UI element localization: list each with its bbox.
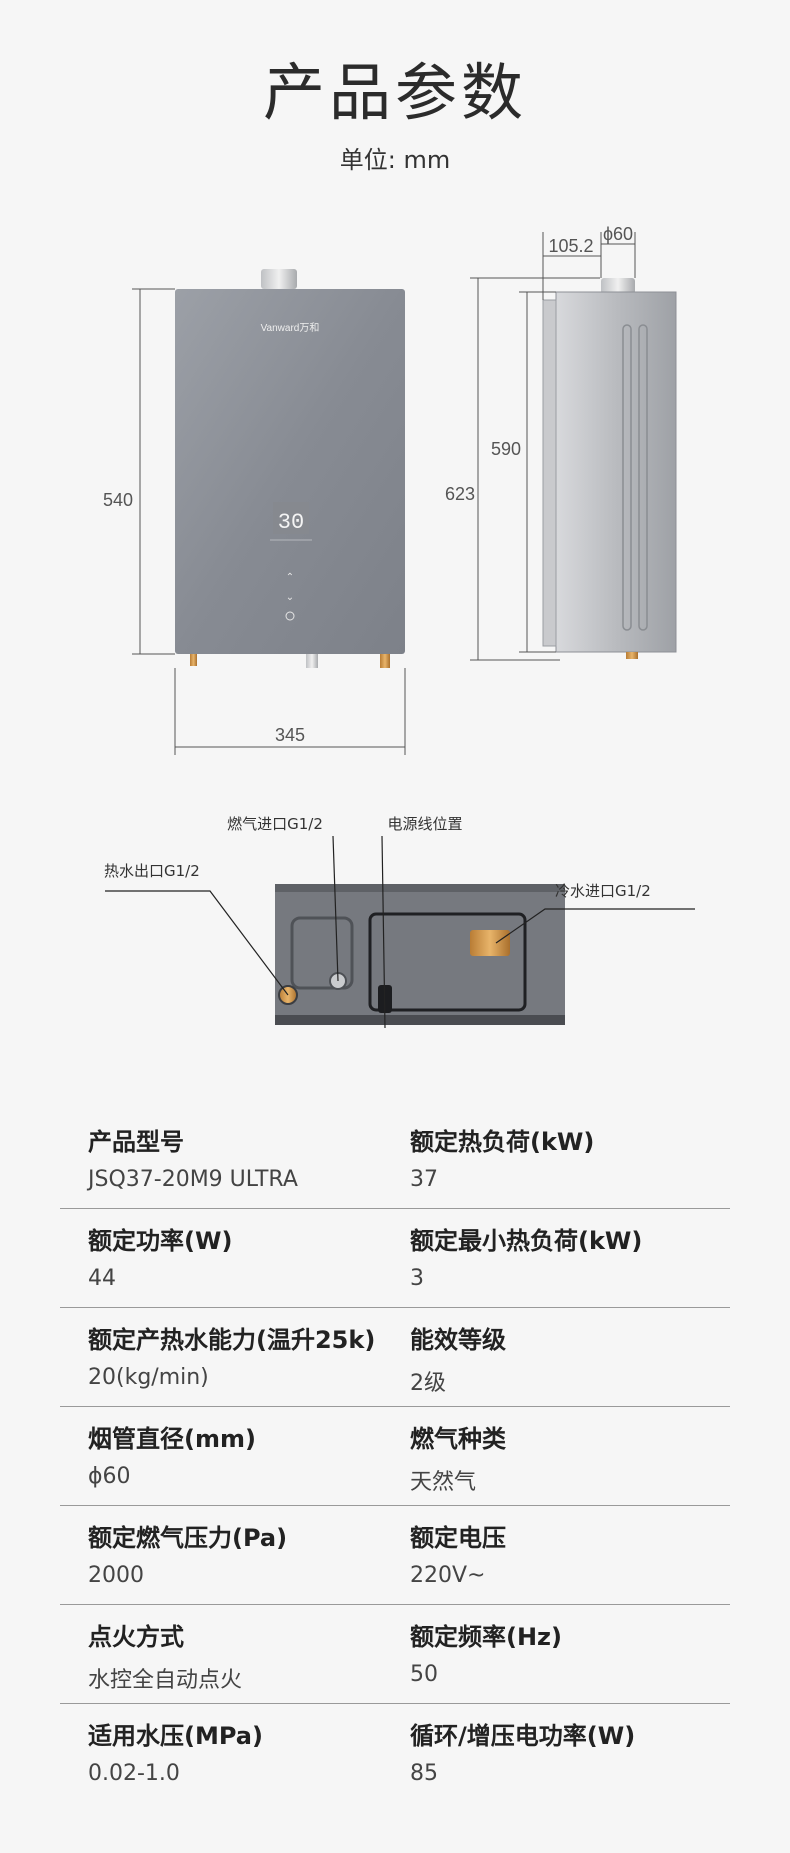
spec-value: 0.02-1.0 (88, 1761, 180, 1786)
spec-cell: 额定最小热负荷(kW) 3 (380, 1209, 730, 1307)
inner-height-label: 590 (491, 439, 521, 459)
flue-pipe (261, 269, 297, 289)
spec-label: 额定功率(W) (88, 1227, 233, 1255)
spec-label: 能效等级 (410, 1326, 506, 1354)
spec-value: 220V~ (410, 1563, 486, 1588)
spec-cell: 点火方式 水控全自动点火 (60, 1605, 380, 1703)
up-arrow-icon: ⌃ (286, 572, 294, 583)
bottom-plate-lip (275, 1015, 565, 1025)
spec-cell: 额定电压 220V~ (380, 1506, 730, 1604)
table-row: 产品型号 JSQ37-20M9 ULTRA 额定热负荷(kW) 37 (60, 1110, 730, 1209)
side-fitting (626, 652, 638, 659)
spec-value: 水控全自动点火 (88, 1668, 243, 1693)
spec-value: 20(kg/min) (88, 1365, 209, 1390)
spec-value: ϕ60 (88, 1464, 131, 1489)
power-cord-label: 电源线位置 (387, 815, 462, 833)
depth-label: 105.2 (548, 236, 593, 256)
heater-bottom-plate (275, 884, 565, 1020)
table-row: 点火方式 水控全自动点火 额定频率(Hz) 50 (60, 1605, 730, 1704)
side-view: 623 590 105.2 ϕ60 (445, 224, 677, 661)
spec-label: 燃气种类 (410, 1425, 506, 1453)
spec-label: 循环/增压电功率(W) (410, 1722, 636, 1750)
bottom-water-bay (368, 912, 527, 1012)
spec-cell: 适用水压(MPa) 0.02-1.0 (60, 1704, 380, 1803)
spec-label: 额定电压 (410, 1524, 506, 1552)
left-fitting (190, 654, 197, 666)
spec-value: 2级 (410, 1371, 446, 1396)
spec-value: 85 (410, 1761, 438, 1786)
spec-label: 额定燃气压力(Pa) (88, 1524, 288, 1552)
down-arrow-icon: ⌄ (286, 592, 294, 603)
width-dimension-label: 345 (275, 725, 305, 745)
spec-value: 50 (410, 1662, 438, 1687)
bottom-plate-edge (275, 884, 565, 892)
spec-label: 烟管直径(mm) (88, 1425, 256, 1453)
spec-label: 额定产热水能力(温升25k) (88, 1326, 376, 1354)
gas-fitting (306, 654, 318, 668)
spec-label: 额定最小热负荷(kW) (410, 1227, 643, 1255)
spec-cell: 额定热负荷(kW) 37 (380, 1110, 730, 1208)
product-drawing: Vanward万和 30 ⌃ ⌄ 540 345 (103, 224, 695, 1029)
cold-water-inlet-fitting (470, 930, 510, 956)
spec-cell: 额定频率(Hz) 50 (380, 1605, 730, 1703)
spec-cell: 燃气种类 天然气 (380, 1407, 730, 1505)
spec-label: 额定频率(Hz) (410, 1623, 562, 1651)
page-title: 产品参数 (262, 56, 527, 129)
front-view: Vanward万和 30 ⌃ ⌄ 540 345 (103, 269, 406, 755)
spec-label: 额定热负荷(kW) (410, 1128, 595, 1156)
spec-value: JSQ37-20M9 ULTRA (88, 1167, 298, 1192)
bottom-view: 燃气进口G1/2 电源线位置 热水出口G1/2 冷水进口G1/2 (104, 815, 695, 1029)
spec-cell: 额定燃气压力(Pa) 2000 (60, 1506, 380, 1604)
power-icon (285, 611, 295, 621)
display-temperature: 30 (278, 510, 304, 535)
control-display (273, 502, 309, 534)
spec-cell: 能效等级 2级 (380, 1308, 730, 1406)
gas-inlet-leader (332, 835, 339, 982)
spec-cell: 额定产热水能力(温升25k) 20(kg/min) (60, 1308, 380, 1406)
spec-cell: 烟管直径(mm) ϕ60 (60, 1407, 380, 1505)
hot-water-outlet-leader (105, 890, 289, 996)
table-row: 额定燃气压力(Pa) 2000 额定电压 220V~ (60, 1506, 730, 1605)
spec-value: 天然气 (410, 1470, 477, 1495)
spec-table: 产品型号 JSQ37-20M9 ULTRA 额定热负荷(kW) 37 额定功率(… (60, 1110, 730, 1803)
table-row: 烟管直径(mm) ϕ60 燃气种类 天然气 (60, 1407, 730, 1506)
spec-cell: 额定功率(W) 44 (60, 1209, 380, 1307)
spec-label: 产品型号 (88, 1128, 184, 1156)
brand-logo: Vanward万和 (261, 322, 320, 334)
spec-label: 适用水压(MPa) (88, 1722, 263, 1750)
wall-bracket (542, 299, 557, 647)
side-groove-right (638, 324, 648, 631)
table-row: 适用水压(MPa) 0.02-1.0 循环/增压电功率(W) 85 (60, 1704, 730, 1803)
table-row: 额定功率(W) 44 额定最小热负荷(kW) 3 (60, 1209, 730, 1308)
side-groove-left (622, 324, 632, 631)
bottom-gas-bay (290, 916, 354, 990)
side-flue-pipe (601, 278, 635, 294)
outer-height-label: 623 (445, 484, 475, 504)
heater-side-body (555, 291, 677, 653)
gas-inlet-label: 燃气进口G1/2 (227, 815, 323, 833)
heater-front-body (175, 289, 405, 654)
spec-value: 44 (88, 1266, 116, 1291)
cold-water-inlet-leader (495, 908, 695, 944)
unit-label: 单位: mm (339, 146, 451, 174)
power-cord-leader (381, 835, 386, 1029)
height-dimension-label: 540 (103, 490, 133, 510)
spec-cell: 循环/增压电功率(W) 85 (380, 1704, 730, 1803)
spec-label: 点火方式 (88, 1623, 184, 1651)
spec-value: 2000 (88, 1563, 144, 1588)
right-fitting (380, 654, 390, 668)
flue-diameter-label: ϕ60 (603, 224, 633, 244)
spec-cell: 产品型号 JSQ37-20M9 ULTRA (60, 1110, 380, 1208)
table-row: 额定产热水能力(温升25k) 20(kg/min) 能效等级 2级 (60, 1308, 730, 1407)
spec-value: 3 (410, 1266, 424, 1291)
cold-water-inlet-label: 冷水进口G1/2 (555, 882, 651, 900)
hot-water-outlet-label: 热水出口G1/2 (104, 862, 200, 880)
spec-value: 37 (410, 1167, 438, 1192)
